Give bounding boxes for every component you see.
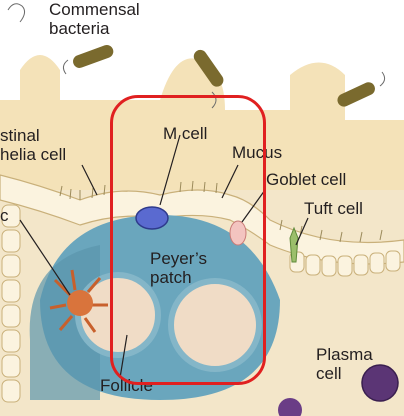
dendritic-cell-icon (49, 269, 108, 333)
plasma-cell-icon (361, 364, 399, 402)
left-epithelial-column (1, 204, 21, 403)
label-m-cell: M cell (163, 124, 208, 143)
highlight-rectangle (110, 95, 266, 385)
label-mucus: Mucus (232, 143, 283, 162)
label-tuft-cell: Tuft cell (304, 199, 363, 218)
label-commensal-bacteria: Commensal bacteria (49, 0, 140, 38)
label-follicle: Follicle (100, 376, 153, 395)
tuft-cell-icon (289, 226, 299, 263)
label-plasma-cell: Plasma cell (316, 345, 373, 383)
plasma-cell-partial (278, 398, 302, 416)
label-cut-fragment: c (0, 206, 9, 225)
label-peyers-patch: Peyer’s patch (150, 249, 208, 287)
bacteria-icon (7, 3, 386, 109)
label-goblet-cell: Goblet cell (266, 170, 347, 189)
goblet-cell-icon (229, 220, 247, 246)
m-cell-icon (135, 206, 169, 230)
follicle-right (168, 278, 262, 372)
label-intestinal-epithelial-cell: stinal helia cell (0, 126, 67, 164)
epithelium-layer (0, 174, 404, 265)
